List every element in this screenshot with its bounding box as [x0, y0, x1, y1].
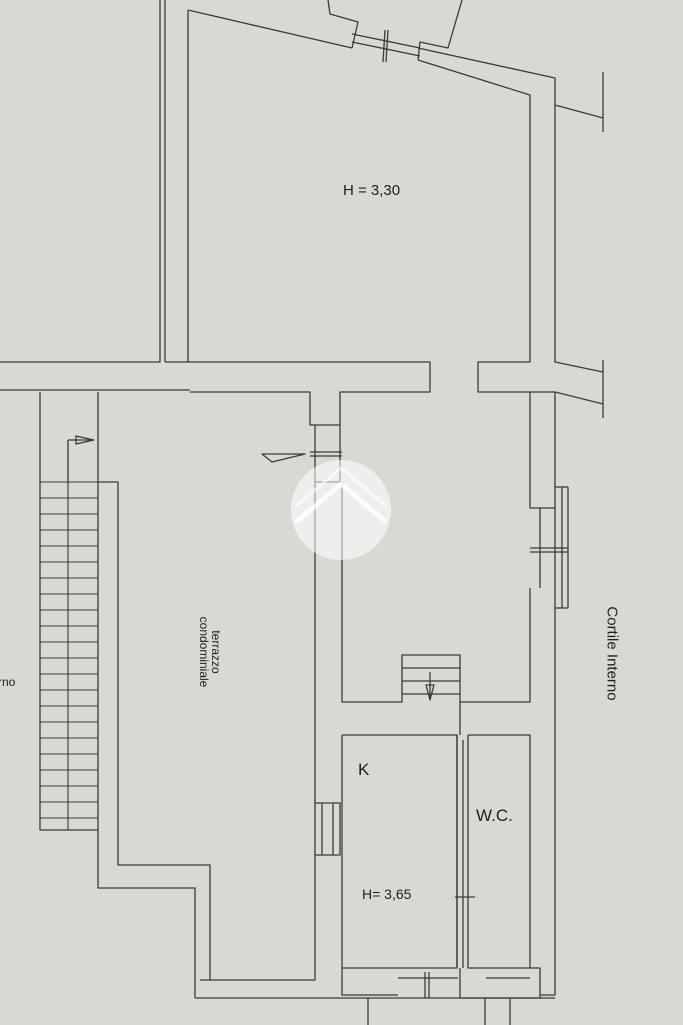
right-outer-top	[417, 47, 604, 119]
wc-bottom	[459, 967, 541, 999]
top-window-tick-1	[382, 29, 386, 63]
wc-label: W.C.	[476, 806, 513, 825]
courtyard-label: Cortile Interno	[603, 606, 621, 701]
kitchen-bottom-wall	[341, 968, 458, 996]
right-outer-low	[540, 588, 556, 996]
kitchen-wall-outer	[200, 482, 316, 981]
right-outer-mid2	[554, 391, 604, 405]
stair-arrow-line	[67, 439, 92, 482]
bottom-stub-1	[367, 998, 511, 1025]
terrace-label-line2: condominiale	[197, 616, 211, 688]
right-outer-mid	[554, 105, 604, 373]
stair-arrow-head	[75, 435, 95, 445]
top-window-tick-2	[385, 29, 389, 63]
kitchen-left-window	[315, 802, 341, 856]
top-window-jamb	[351, 33, 421, 57]
terrace-label: terrazzo condominiale	[197, 607, 223, 697]
terrace-label-line1: terrazzo	[209, 630, 223, 674]
stair-treads	[40, 481, 98, 830]
wc-outline	[467, 734, 531, 969]
left-edge-label: rno	[0, 675, 16, 689]
stair-column	[39, 392, 99, 831]
terrace-outline	[97, 392, 211, 998]
kitchen-height-label: H= 3,65	[362, 886, 412, 902]
watermark-logo	[291, 460, 391, 560]
wc-partition	[456, 702, 464, 968]
kitchen-label: K	[358, 760, 370, 779]
door-swing	[261, 453, 306, 463]
upper-wall-outer	[164, 0, 188, 363]
upper-room-height-label: H = 3,30	[343, 182, 401, 199]
corridor-right	[529, 392, 556, 509]
upper-room-outline	[187, 9, 555, 393]
upper-room-left-wall	[187, 10, 431, 426]
inner-stairs	[402, 667, 460, 701]
left-room-outline	[0, 0, 161, 363]
